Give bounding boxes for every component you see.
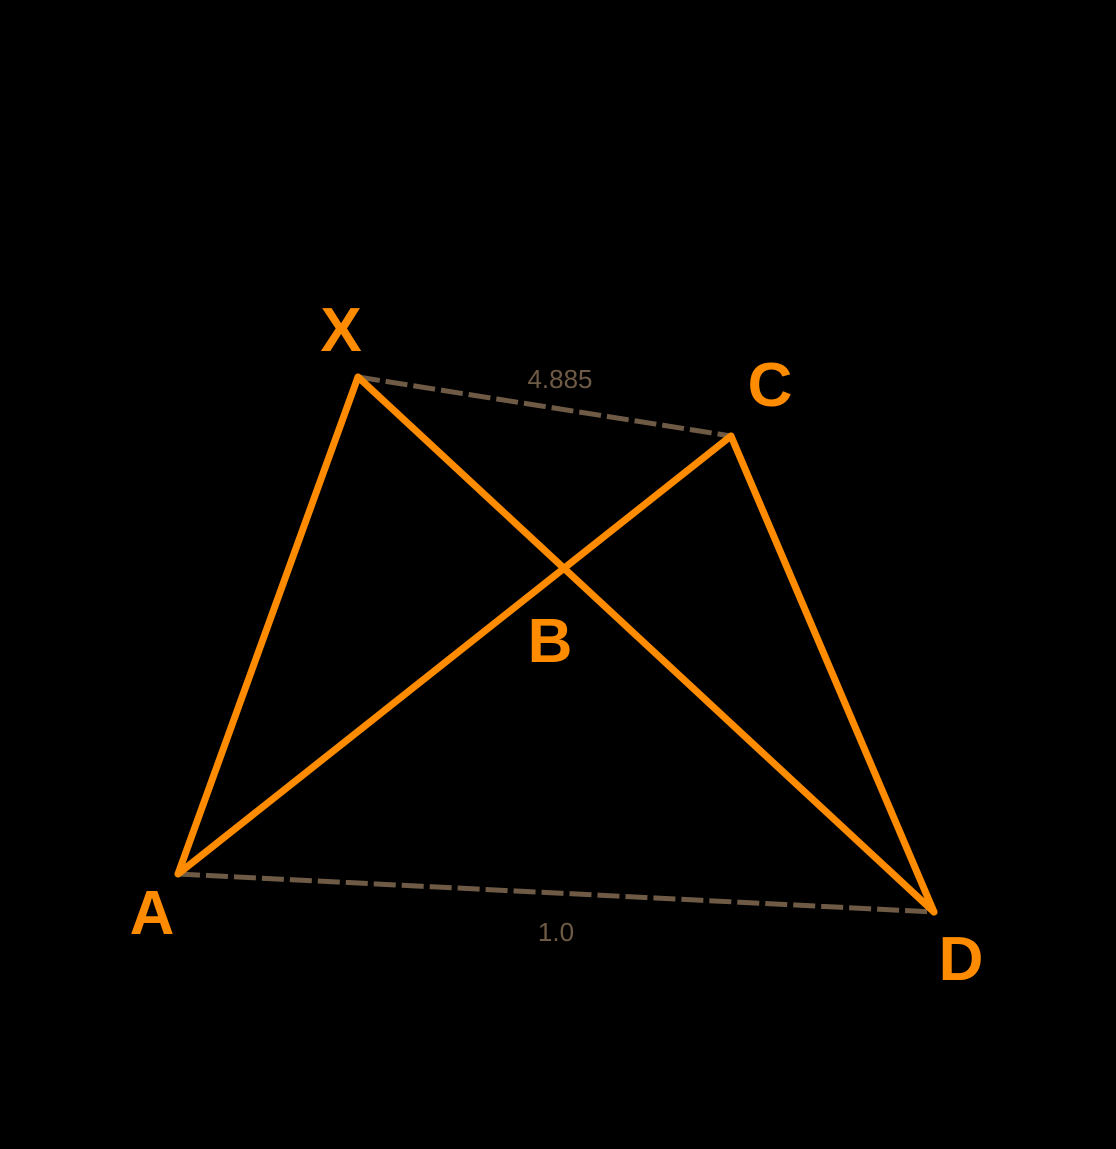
length-label-ad: 1.0 (538, 917, 574, 947)
leg-xd (354, 373, 938, 916)
point-label-d: D (939, 925, 984, 994)
point-label-a: A (130, 879, 175, 948)
point-label-b: B (528, 607, 573, 676)
leg-ax (174, 373, 362, 878)
leg-cd (727, 432, 938, 916)
point-label-c: C (748, 351, 793, 420)
dashed-line-xc (357, 374, 732, 439)
leg-ac (174, 432, 735, 878)
length-label-xc: 4.885 (527, 364, 592, 394)
point-label-x: X (320, 296, 361, 365)
dashed-line-ad (177, 871, 935, 915)
